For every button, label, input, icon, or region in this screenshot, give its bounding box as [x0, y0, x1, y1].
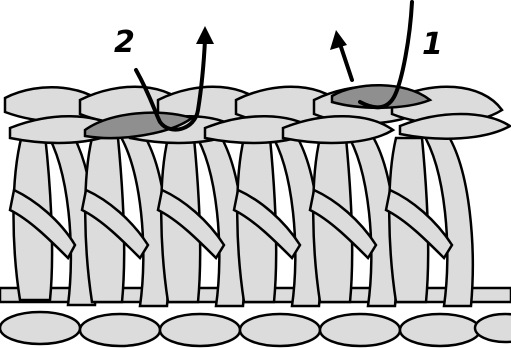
bottom-ovals — [0, 312, 511, 346]
bottom-oval — [160, 314, 240, 346]
highlighted-loop-1 — [332, 85, 430, 108]
stitch-posts — [10, 130, 473, 306]
arrow-up-left-icon — [330, 30, 347, 50]
bottom-oval — [240, 314, 320, 346]
bottom-oval — [320, 314, 400, 346]
bottom-oval — [0, 312, 80, 344]
bottom-oval — [80, 314, 160, 346]
top-chain-loops — [5, 87, 510, 143]
marker-label-1: 1 — [422, 27, 443, 62]
bottom-oval — [475, 314, 511, 342]
bottom-oval — [400, 314, 480, 346]
marker-label-2: 2 — [114, 25, 135, 60]
arrow-up-icon — [196, 26, 214, 44]
